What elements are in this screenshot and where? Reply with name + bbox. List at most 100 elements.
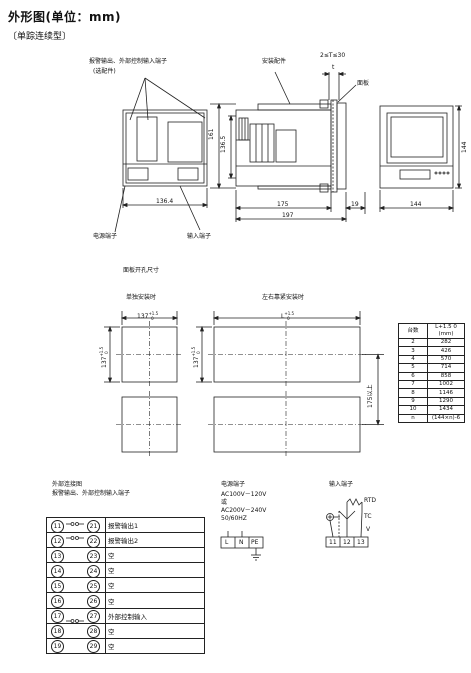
connection-heading: 外部连接图 — [52, 481, 83, 488]
terminal-pin: 24 — [87, 564, 100, 578]
table-cell: 8 — [398, 388, 428, 398]
dim-136-4: 136.4 — [156, 198, 174, 205]
front-view-bezel — [379, 105, 454, 189]
terminal-pin: 23 — [87, 549, 100, 563]
callout-t-symbol: t — [332, 64, 335, 71]
terminal-label: 空 — [105, 622, 205, 639]
table-cell: 858 — [427, 371, 465, 381]
table-header-cell: L+1.5 0 (mm) — [427, 323, 465, 339]
input-rtd: RTD — [364, 497, 377, 504]
table-cell: 426 — [427, 346, 465, 356]
terminal-pin: 28 — [87, 625, 100, 639]
callout-bracket: 安装配件 — [262, 58, 287, 65]
input-pin-11: 11 — [329, 539, 337, 546]
terminal-pin: 16 — [51, 594, 64, 608]
table-cell: 570 — [427, 354, 465, 365]
terminal-label: 外部控制输入 — [105, 607, 205, 624]
table-row: 15 25 空 — [46, 577, 205, 594]
cutout-side-width: L+1.50 — [281, 311, 295, 322]
power-pin-n: N — [239, 539, 244, 546]
power-pin-pe: PE — [251, 539, 259, 546]
terminal-pin: 22 — [87, 534, 100, 548]
cutout-single-label: 单独安装时 — [126, 294, 157, 301]
callout-panel: 面板 — [357, 80, 370, 87]
power-line-3: AC200V－240V — [221, 507, 267, 514]
dim-front-height: 144 — [461, 141, 468, 153]
table-row: n(144×n)-6 — [398, 413, 465, 423]
terminal-pin: 21 — [87, 519, 100, 533]
table-cell: 714 — [427, 363, 465, 373]
terminal-label: 空 — [105, 592, 205, 609]
terminal-label: 空 — [105, 577, 205, 594]
terminal-pin: 26 — [87, 594, 100, 608]
cutout-side-height: 137+1.50 — [191, 346, 202, 368]
table-cell: 1434 — [427, 405, 465, 415]
table-cell: 1146 — [427, 388, 465, 398]
callout-alarm-note: (选配件) — [93, 68, 116, 75]
dim-19: 19 — [351, 201, 359, 208]
input-heading: 输入端子 — [329, 481, 354, 488]
terminal-label: 空 — [105, 562, 205, 579]
terminal-pin: 12 — [51, 534, 64, 548]
cutout-heading: 面板开孔尺寸 — [123, 267, 160, 274]
dim-front-width: 144 — [410, 201, 422, 208]
table-cell: 7 — [398, 379, 428, 390]
terminal-pin: 19 — [51, 640, 64, 654]
dim-161: 161 — [208, 128, 215, 140]
table-cell: n — [398, 413, 428, 423]
dim-197: 197 — [282, 212, 294, 219]
terminal-pin: 25 — [87, 579, 100, 593]
terminal-pin: 11 — [51, 519, 64, 533]
table-cell: 5 — [398, 363, 428, 373]
table-cell: 1002 — [427, 379, 465, 390]
input-v: V — [366, 526, 371, 533]
table-header-cell: 台数 — [398, 323, 428, 339]
table-cell: 282 — [427, 337, 465, 348]
table-cell: 9 — [398, 396, 428, 407]
cutout-single-height: 137+1.50 — [99, 346, 110, 368]
table-cell: 1290 — [427, 396, 465, 407]
terminal-pin: 18 — [51, 625, 64, 639]
input-pin-13: 13 — [357, 539, 365, 546]
page-title: 外形图(单位：mm) — [8, 10, 121, 24]
terminal-pin: 15 — [51, 579, 64, 593]
table-cell: 10 — [398, 405, 428, 415]
cutout-side-label: 左右靠紧安装时 — [262, 294, 305, 301]
terminal-label: 报警输出1 — [105, 516, 205, 534]
dim-175: 175 — [277, 201, 289, 208]
connection-subheading: 报警输出、外部控制输入端子 — [52, 490, 131, 497]
dim-136-5: 136.5 — [220, 135, 227, 153]
table-cell: 3 — [398, 346, 428, 356]
cutout-175-min: 175以上 — [367, 384, 374, 408]
callout-input-terminal: 输入端子 — [187, 233, 212, 240]
table-cell: 6 — [398, 371, 428, 381]
power-heading: 电源端子 — [221, 481, 246, 488]
page-subtitle: 〔单踪连续型〕 — [8, 32, 72, 42]
table-row: 16 26 空 — [46, 592, 205, 609]
terminal-pin: 29 — [87, 640, 100, 654]
terminal-pin: 17 — [51, 610, 64, 624]
power-line-4: 50/60HZ — [221, 515, 247, 522]
table-cell: 4 — [398, 354, 428, 365]
table-cell: 2 — [398, 337, 428, 348]
callout-alarm-terminals: 报警输出、外部控制输入端子 — [89, 58, 168, 65]
cutout-single-width: 137+1.50 — [137, 311, 159, 322]
rear-view-body — [122, 109, 208, 187]
input-pin-12: 12 — [343, 539, 351, 546]
table-row: 18 28 空 — [46, 622, 205, 639]
table-header-row: 台数 L+1.5 0 (mm) — [398, 323, 465, 339]
